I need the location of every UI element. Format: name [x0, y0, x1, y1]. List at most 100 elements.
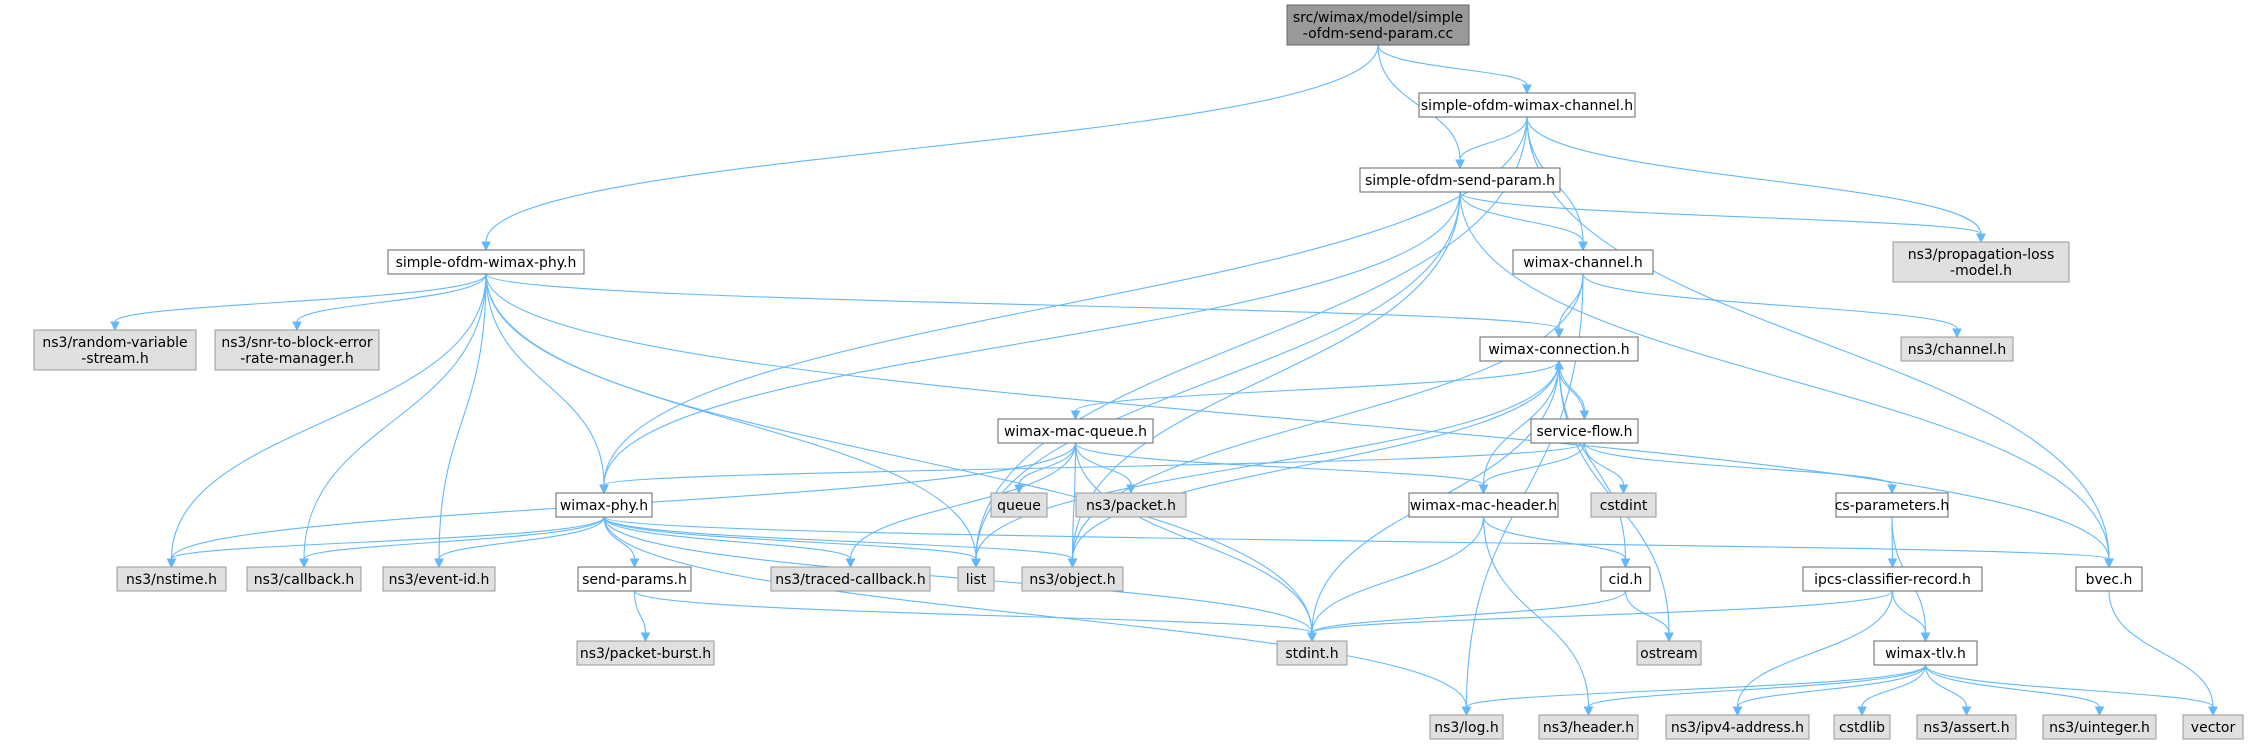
- edge-arrowhead: [1070, 410, 1081, 421]
- node-label: simple-ofdm-wimax-channel.h: [1421, 98, 1633, 114]
- node-sphy[interactable]: simple-ofdm-wimax-phy.h: [387, 249, 585, 275]
- edge-sparam-to-wchan: [1459, 191, 1588, 252]
- edge-arrowhead: [166, 558, 177, 569]
- node-label: simple-ofdm-wimax-phy.h: [396, 255, 577, 271]
- node-csparam[interactable]: cs-parameters.h: [1835, 492, 1950, 518]
- node-bvec[interactable]: bvec.h: [2075, 566, 2143, 592]
- node-label: ns3/log.h: [1434, 720, 1498, 736]
- node-wconn[interactable]: wimax-connection.h: [1479, 336, 1639, 362]
- node-uinteger: ns3/uinteger.h: [2042, 714, 2157, 740]
- node-log: ns3/log.h: [1429, 714, 1504, 740]
- edge-wphy-to-eventid: [434, 516, 605, 569]
- edge-arrowhead: [1554, 328, 1564, 339]
- node-cstdint: cstdint: [1590, 492, 1657, 518]
- edge-arrowhead: [1455, 159, 1465, 170]
- edge-arrowhead: [1461, 706, 1472, 717]
- node-label: ns3/ipv4-address.h: [1671, 720, 1804, 736]
- edge-line: [1558, 368, 1586, 420]
- edge-sflow-to-wmh: [1478, 442, 1586, 495]
- edge-wtlv-to-assert: [1924, 664, 1972, 717]
- node-label: wimax-phy.h: [560, 498, 648, 514]
- edge-line: [603, 516, 2110, 560]
- node-box: [387, 249, 585, 275]
- edge-line: [1482, 516, 1627, 560]
- node-label: ns3/snr-to-block-error: [221, 335, 373, 351]
- edge-line: [1074, 442, 1132, 486]
- edge-wphy-to-bvec: [603, 516, 2114, 569]
- edge-sphy-to-bvec: [485, 273, 2114, 569]
- edge-line: [603, 516, 852, 560]
- edge-arrowhead: [1952, 328, 1962, 339]
- edge-line: [296, 273, 487, 323]
- node-vector: vector: [2182, 714, 2244, 740]
- node-sendp[interactable]: send-params.h: [577, 566, 692, 592]
- edge-line: [438, 516, 605, 560]
- node-list: list: [957, 566, 995, 592]
- edge-wmq-to-stdint: [1074, 442, 1317, 643]
- node-icr[interactable]: ipcs-classifier-record.h: [1802, 566, 1983, 592]
- node-ostream: ostream: [1636, 640, 1702, 666]
- edge-sflow-to-cstdint: [1583, 442, 1629, 495]
- edge-wmq-to-packet: [1074, 442, 1136, 495]
- node-label: vector: [2191, 720, 2236, 736]
- edge-sflow-to-csparam: [1583, 442, 1897, 495]
- node-wphy[interactable]: wimax-phy.h: [555, 492, 653, 518]
- node-cid[interactable]: cid.h: [1600, 566, 1651, 592]
- edge-line: [1924, 664, 2101, 708]
- node-sflow[interactable]: service-flow.h: [1530, 418, 1639, 444]
- edge-line: [1459, 116, 1528, 161]
- node-box: [2042, 714, 2157, 740]
- node-box: [2182, 714, 2244, 740]
- node-ipv4: ns3/ipv4-address.h: [1665, 714, 1810, 740]
- edge-arrowhead: [292, 321, 302, 332]
- node-wmh[interactable]: wimax-mac-header.h: [1408, 492, 1559, 518]
- node-label: cid.h: [1609, 572, 1643, 588]
- node-label: ns3/uinteger.h: [2049, 720, 2150, 736]
- node-box: [1408, 492, 1559, 518]
- edge-sflow-to-wconn: [1554, 359, 1586, 420]
- node-wmq[interactable]: wimax-mac-queue.h: [997, 418, 1154, 444]
- node-tcb: ns3/traced-callback.h: [770, 566, 931, 592]
- edge-arrowhead: [434, 558, 444, 569]
- edge-arrowhead: [1857, 706, 1867, 717]
- edge-line: [1311, 590, 1627, 634]
- edge-arrowhead: [1126, 484, 1136, 495]
- edge-line: [1074, 442, 1485, 486]
- edge-line: [603, 516, 1468, 708]
- edge-line: [1377, 44, 1528, 86]
- edge-line: [1583, 442, 1625, 486]
- node-box: [1021, 566, 1124, 592]
- node-box: [1636, 640, 1702, 666]
- node-label: wimax-mac-header.h: [1410, 498, 1557, 514]
- node-box: [1479, 336, 1639, 362]
- node-box: [770, 566, 931, 592]
- node-label: -ofdm-send-param.cc: [1303, 26, 1453, 42]
- edge-arrowhead: [1961, 706, 1972, 717]
- node-wtlv[interactable]: wimax-tlv.h: [1873, 640, 1978, 666]
- edge-line: [485, 44, 1379, 243]
- edge-arrowhead: [1732, 706, 1743, 717]
- node-root[interactable]: src/wimax/model/simple-ofdm-send-param.c…: [1286, 4, 1470, 46]
- node-box: [1600, 566, 1651, 592]
- edge-line: [1526, 116, 2110, 560]
- edge-chan-to-sparam: [1455, 116, 1528, 170]
- edge-line: [1891, 590, 1927, 634]
- edge-wphy-to-list: [603, 516, 981, 569]
- edge-line: [1071, 191, 1461, 560]
- edge-arrowhead: [845, 558, 856, 569]
- node-wchan[interactable]: wimax-channel.h: [1512, 249, 1654, 275]
- node-label: ostream: [1640, 646, 1698, 662]
- node-pburst: ns3/packet-burst.h: [576, 640, 715, 666]
- edge-line: [603, 516, 1074, 560]
- node-label: service-flow.h: [1536, 424, 1632, 440]
- edge-line: [2108, 590, 2214, 708]
- node-chan[interactable]: simple-ofdm-wimax-channel.h: [1418, 92, 1636, 118]
- edge-arrowhead: [1478, 484, 1489, 495]
- node-box: [1892, 241, 2070, 283]
- node-sparam[interactable]: simple-ofdm-send-param.h: [1359, 167, 1561, 193]
- node-box: [997, 418, 1154, 444]
- node-label: wimax-mac-queue.h: [1004, 424, 1147, 440]
- edge-wtlv-to-header: [1583, 664, 1927, 717]
- node-box: [1429, 714, 1504, 740]
- edge-line: [633, 590, 1313, 634]
